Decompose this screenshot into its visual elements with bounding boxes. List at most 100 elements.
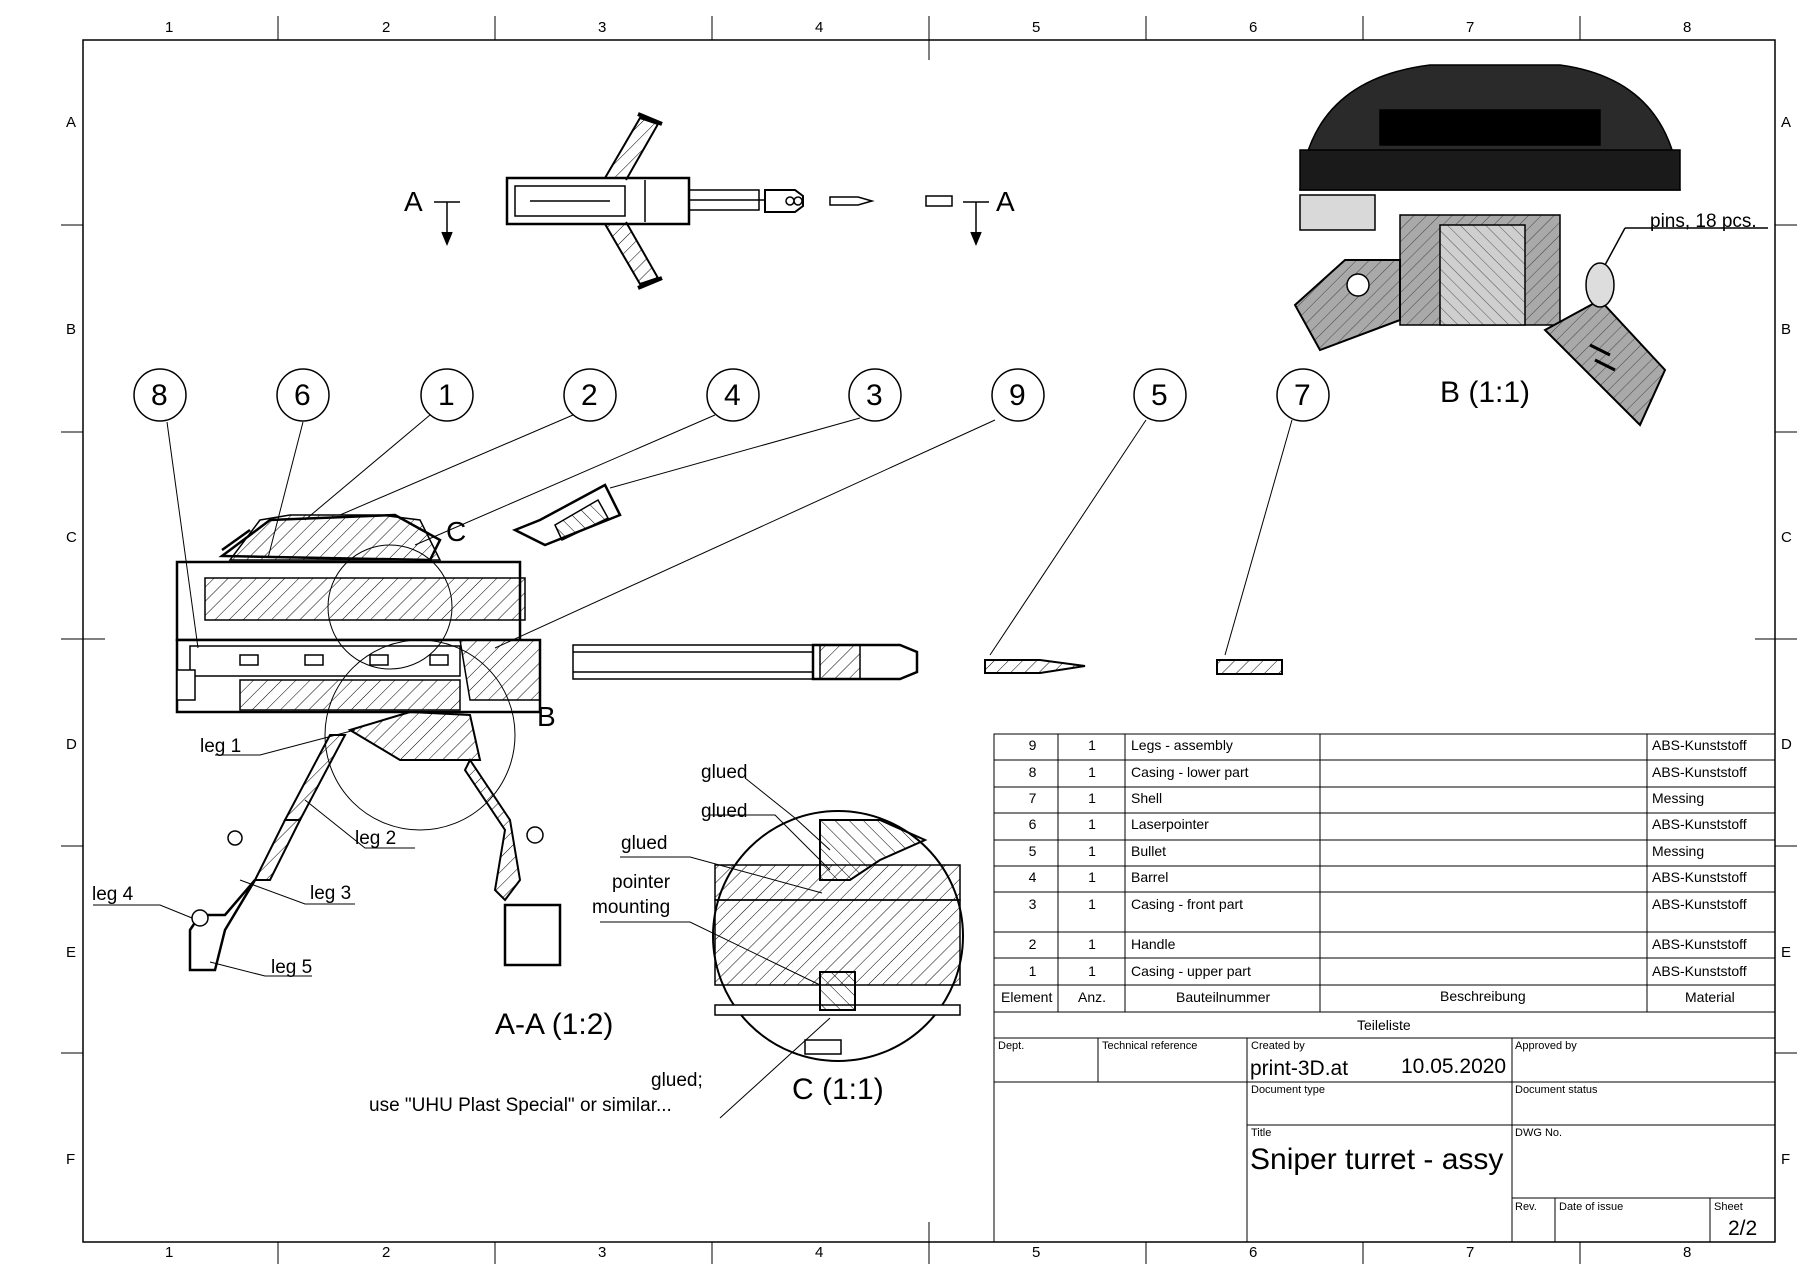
tb-rev-label: Rev. bbox=[1515, 1201, 1537, 1213]
zone-row-right-c: C bbox=[1781, 529, 1792, 546]
tb-date: 10.05.2020 bbox=[1401, 1055, 1507, 1078]
zone-row-left-a: A bbox=[66, 114, 77, 131]
tb-dwg-no-label: DWG No. bbox=[1515, 1127, 1563, 1139]
parts-row-material: ABS-Kunststoff bbox=[1652, 869, 1747, 885]
section-label-b: B (1:1) bbox=[1440, 376, 1531, 409]
tb-doc-status-label: Document status bbox=[1515, 1084, 1598, 1096]
tb-tech-ref-label: Technical reference bbox=[1102, 1040, 1198, 1052]
zone-row-right-b: B bbox=[1781, 321, 1792, 338]
parts-row-part: Bullet bbox=[1131, 843, 1167, 859]
note-glued-1: glued bbox=[701, 762, 748, 783]
parts-row-material: Messing bbox=[1652, 790, 1705, 806]
zone-col-bottom-3: 3 bbox=[598, 1244, 607, 1261]
zone-row-left-e: E bbox=[66, 944, 77, 961]
tb-date-of-issue-label: Date of issue bbox=[1559, 1201, 1624, 1213]
note-glued-use-line1: glued; bbox=[651, 1070, 703, 1091]
parts-row-part: Laserpointer bbox=[1131, 816, 1209, 832]
note-pointer-line1: pointer bbox=[612, 872, 671, 893]
parts-row-element: 7 bbox=[1028, 790, 1037, 806]
section-mark-a-left: A bbox=[404, 186, 423, 217]
parts-row-qty: 1 bbox=[1088, 790, 1096, 806]
zone-col-bottom-1: 1 bbox=[165, 1244, 174, 1261]
parts-row-element: 3 bbox=[1028, 896, 1037, 912]
balloon-4: 4 bbox=[724, 379, 741, 412]
section-label-aa: A-A (1:2) bbox=[495, 1008, 614, 1041]
parts-row-part: Handle bbox=[1131, 936, 1176, 952]
detail-c-view bbox=[600, 777, 964, 1119]
balloon-7: 7 bbox=[1294, 379, 1311, 412]
zone-row-right-d: D bbox=[1781, 736, 1792, 753]
zone-row-right-a: A bbox=[1781, 114, 1792, 131]
parts-row-part: Shell bbox=[1131, 790, 1163, 806]
note-pointer-line2: mounting bbox=[592, 897, 671, 918]
parts-row-qty: 1 bbox=[1088, 936, 1096, 952]
detail-mark-c: C bbox=[446, 516, 467, 547]
balloon-2: 2 bbox=[581, 379, 598, 412]
parts-row-material: ABS-Kunststoff bbox=[1652, 936, 1747, 952]
zone-col-top-5: 5 bbox=[1032, 19, 1041, 36]
parts-row-material: ABS-Kunststoff bbox=[1652, 963, 1747, 979]
zone-col-top-2: 2 bbox=[382, 19, 391, 36]
balloon-6: 6 bbox=[294, 379, 311, 412]
zone-row-right-e: E bbox=[1781, 944, 1792, 961]
zone-col-top-3: 3 bbox=[598, 19, 607, 36]
parts-row-part: Casing - front part bbox=[1131, 896, 1244, 912]
balloon-8: 8 bbox=[151, 379, 168, 412]
parts-row-qty: 1 bbox=[1088, 869, 1096, 885]
parts-header-material: Material bbox=[1685, 989, 1735, 1005]
detail-b-view bbox=[1293, 64, 1768, 427]
leg-label-4: leg 4 bbox=[92, 884, 134, 905]
zone-col-bottom-7: 7 bbox=[1466, 1244, 1475, 1261]
parts-row-qty: 1 bbox=[1088, 963, 1096, 979]
leg-label-5: leg 5 bbox=[271, 957, 313, 978]
parts-row-qty: 1 bbox=[1088, 816, 1096, 832]
parts-row-element: 1 bbox=[1028, 963, 1037, 979]
zone-col-bottom-8: 8 bbox=[1683, 1244, 1692, 1261]
parts-row-element: 5 bbox=[1028, 843, 1037, 859]
parts-row-part: Casing - upper part bbox=[1131, 963, 1251, 979]
leg-label-3: leg 3 bbox=[310, 883, 352, 904]
zone-col-top-7: 7 bbox=[1466, 19, 1475, 36]
zone-col-top-6: 6 bbox=[1249, 19, 1258, 36]
parts-row-material: ABS-Kunststoff bbox=[1652, 816, 1747, 832]
parts-header-part: Bauteilnummer bbox=[1176, 989, 1271, 1005]
tb-created-by-label: Created by bbox=[1251, 1040, 1305, 1052]
zone-col-bottom-4: 4 bbox=[815, 1244, 824, 1261]
balloons bbox=[133, 368, 1330, 422]
zone-col-bottom-5: 5 bbox=[1032, 1244, 1041, 1261]
parts-row-material: ABS-Kunststoff bbox=[1652, 737, 1747, 753]
note-pins: pins, 18 pcs. bbox=[1650, 211, 1757, 232]
detail-mark-b: B bbox=[537, 701, 556, 732]
parts-header-element: Element bbox=[1001, 989, 1053, 1005]
zone-col-top-1: 1 bbox=[165, 19, 174, 36]
parts-row-element: 6 bbox=[1028, 816, 1037, 832]
zone-row-left-c: C bbox=[66, 529, 77, 546]
zone-col-top-8: 8 bbox=[1683, 19, 1692, 36]
zone-row-left-d: D bbox=[66, 736, 77, 753]
parts-row-part: Casing - lower part bbox=[1131, 764, 1249, 780]
parts-row-qty: 1 bbox=[1088, 896, 1096, 912]
tb-title: Sniper turret - assy bbox=[1250, 1143, 1504, 1176]
parts-list-grid bbox=[993, 733, 1776, 1243]
parts-row-material: ABS-Kunststoff bbox=[1652, 764, 1747, 780]
zone-row-left-b: B bbox=[66, 321, 77, 338]
note-glued-use-line2: use "UHU Plast Special" or similar... bbox=[369, 1095, 672, 1116]
note-glued-3: glued bbox=[621, 833, 668, 854]
balloon-1: 1 bbox=[438, 379, 455, 412]
tb-created-by: print-3D.at bbox=[1250, 1057, 1349, 1080]
leg-label-2: leg 2 bbox=[355, 828, 397, 849]
parts-row-material: Messing bbox=[1652, 843, 1705, 859]
zone-col-top-4: 4 bbox=[815, 19, 824, 36]
parts-list-caption: Teileliste bbox=[1357, 1017, 1411, 1033]
parts-row-material: ABS-Kunststoff bbox=[1652, 896, 1747, 912]
zone-row-left-f: F bbox=[66, 1151, 76, 1168]
tb-sheet: 2/2 bbox=[1728, 1217, 1758, 1240]
parts-header-qty: Anz. bbox=[1078, 989, 1107, 1005]
leg-label-1: leg 1 bbox=[200, 736, 242, 757]
tb-doc-type-label: Document type bbox=[1251, 1084, 1325, 1096]
parts-row-element: 4 bbox=[1028, 869, 1037, 885]
parts-row-element: 9 bbox=[1028, 737, 1037, 753]
parts-row-part: Barrel bbox=[1131, 869, 1169, 885]
